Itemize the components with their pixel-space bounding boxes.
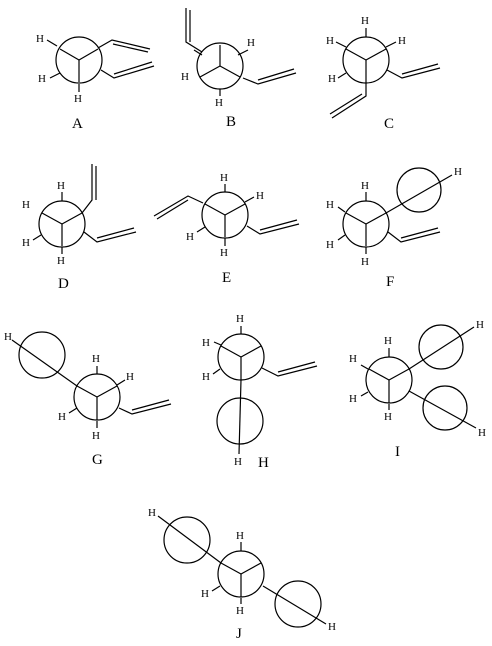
atom-label: H [328,73,336,85]
newman-projection-b: H H H B [181,8,297,130]
newman-circle [396,167,442,213]
atom-label: H [74,93,82,105]
newman-projection-e: H H H H E [153,172,300,286]
atom-label: H [57,180,65,192]
newman-circle [274,580,322,628]
atom-label: H [202,371,210,383]
atom-label: H [349,353,357,365]
newman-projection-d: H H H H D [22,164,137,292]
atom-label: H [220,172,228,184]
atom-label: H [361,180,369,192]
atom-label: H [92,430,100,442]
atom-label: H [326,35,334,47]
atom-label: H [326,199,334,211]
panel-label-e: E [222,270,231,286]
atom-label: H [349,393,357,405]
atom-label: H [236,530,244,542]
newman-projection-i: H H H H H H I [349,319,486,460]
newman-projection-g: H H H H H G [4,331,172,468]
atom-label: H [220,247,228,259]
atom-label: H [186,231,194,243]
panel-label-g: G [92,452,103,468]
newman-circle [55,36,103,84]
atom-label: H [58,411,66,423]
newman-projection-j: H H H H H J [148,507,336,642]
panel-label-c: C [384,116,394,132]
atom-label: H [454,166,462,178]
atom-label: H [38,73,46,85]
atom-label: H [234,456,242,468]
atom-label: H [384,411,392,423]
atom-label: H [181,71,189,83]
newman-projection-c: H H H H C [326,15,441,132]
atom-label: H [22,237,30,249]
newman-projection-f: H H H H H F [326,166,462,290]
atom-label: H [215,97,223,109]
atom-label: H [202,337,210,349]
atom-label: H [398,35,406,47]
newman-circle [418,324,464,370]
atom-label: H [201,588,209,600]
panel-label-f: F [386,274,394,290]
newman-circle [163,516,211,564]
panel-label-b: B [226,114,236,130]
atom-label: H [478,427,486,439]
atom-label: H [247,37,255,49]
atom-label: H [326,239,334,251]
atom-label: H [126,371,134,383]
panel-label-j: J [236,626,242,642]
newman-circle [422,385,468,431]
atom-label: H [92,353,100,365]
atom-label: H [384,335,392,347]
atom-label: H [476,319,484,331]
atom-label: H [361,256,369,268]
atom-label: H [236,605,244,617]
atom-label: H [328,621,336,633]
atom-label: H [57,255,65,267]
atom-label: H [148,507,156,519]
atom-label: H [22,199,30,211]
panel-label-h: H [258,455,269,471]
panel-label-a: A [72,116,83,132]
panel-label-d: D [58,276,69,292]
atom-label: H [256,190,264,202]
atom-label: H [236,313,244,325]
newman-circle [18,331,66,379]
newman-projection-a: H H H A [36,33,155,132]
atom-label: H [36,33,44,45]
panel-label-i: I [395,444,400,460]
newman-projection-h: H H H H H [202,313,318,471]
atom-label: H [361,15,369,27]
atom-label: H [4,331,12,343]
